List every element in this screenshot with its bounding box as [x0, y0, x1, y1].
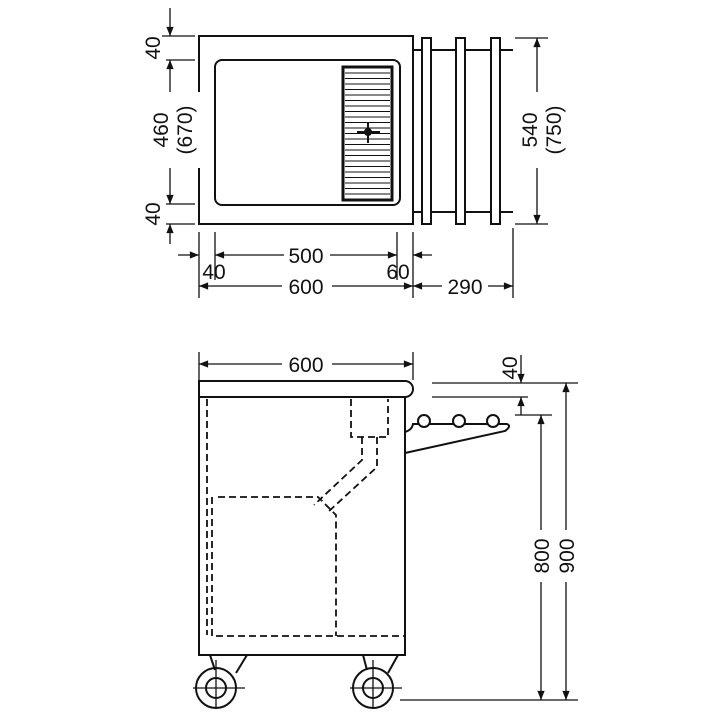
dim-basin-depth: 460 [150, 112, 173, 147]
dim-worktop-thickness: 40 [499, 356, 522, 379]
side-shelf-top [413, 37, 513, 225]
cart-top-outline [198, 35, 414, 225]
drain-grate [341, 65, 394, 202]
dim-right-margin: 60 [386, 261, 409, 284]
right-dimensions: 540 (750) [515, 37, 570, 225]
caster-wheels [193, 654, 402, 709]
dim-bottom-border: 40 [142, 202, 165, 225]
hidden-lines [206, 399, 405, 637]
side-shelf [404, 414, 511, 454]
dim-top-border: 40 [142, 36, 165, 59]
top-view: 40 460 (670) 40 540 (750) 500 40 60 600 … [140, 8, 570, 299]
cabinet-body [198, 396, 406, 656]
side-view: 600 40 800 900 [193, 352, 579, 709]
bottom-dimensions: 500 40 60 600 290 [178, 228, 514, 299]
dim-basin-depth-alt: (670) [174, 105, 197, 154]
dim-overall-depth: 540 [519, 112, 542, 147]
dim-overall-width: 600 [288, 276, 323, 299]
dim-shelf-width: 290 [447, 276, 482, 299]
basin-outline [214, 59, 401, 206]
dim-overall-height: 900 [556, 538, 579, 573]
side-dimensions: 40 800 900 [400, 355, 579, 701]
left-dimensions: 40 460 (670) 40 [140, 8, 210, 244]
dim-basin-width: 500 [288, 245, 323, 268]
dim-side-width: 600 [288, 354, 323, 377]
dim-shelf-height: 800 [531, 538, 554, 573]
dim-overall-depth-alt: (750) [543, 105, 566, 154]
worktop [198, 380, 414, 398]
dim-left-margin: 40 [202, 261, 225, 284]
